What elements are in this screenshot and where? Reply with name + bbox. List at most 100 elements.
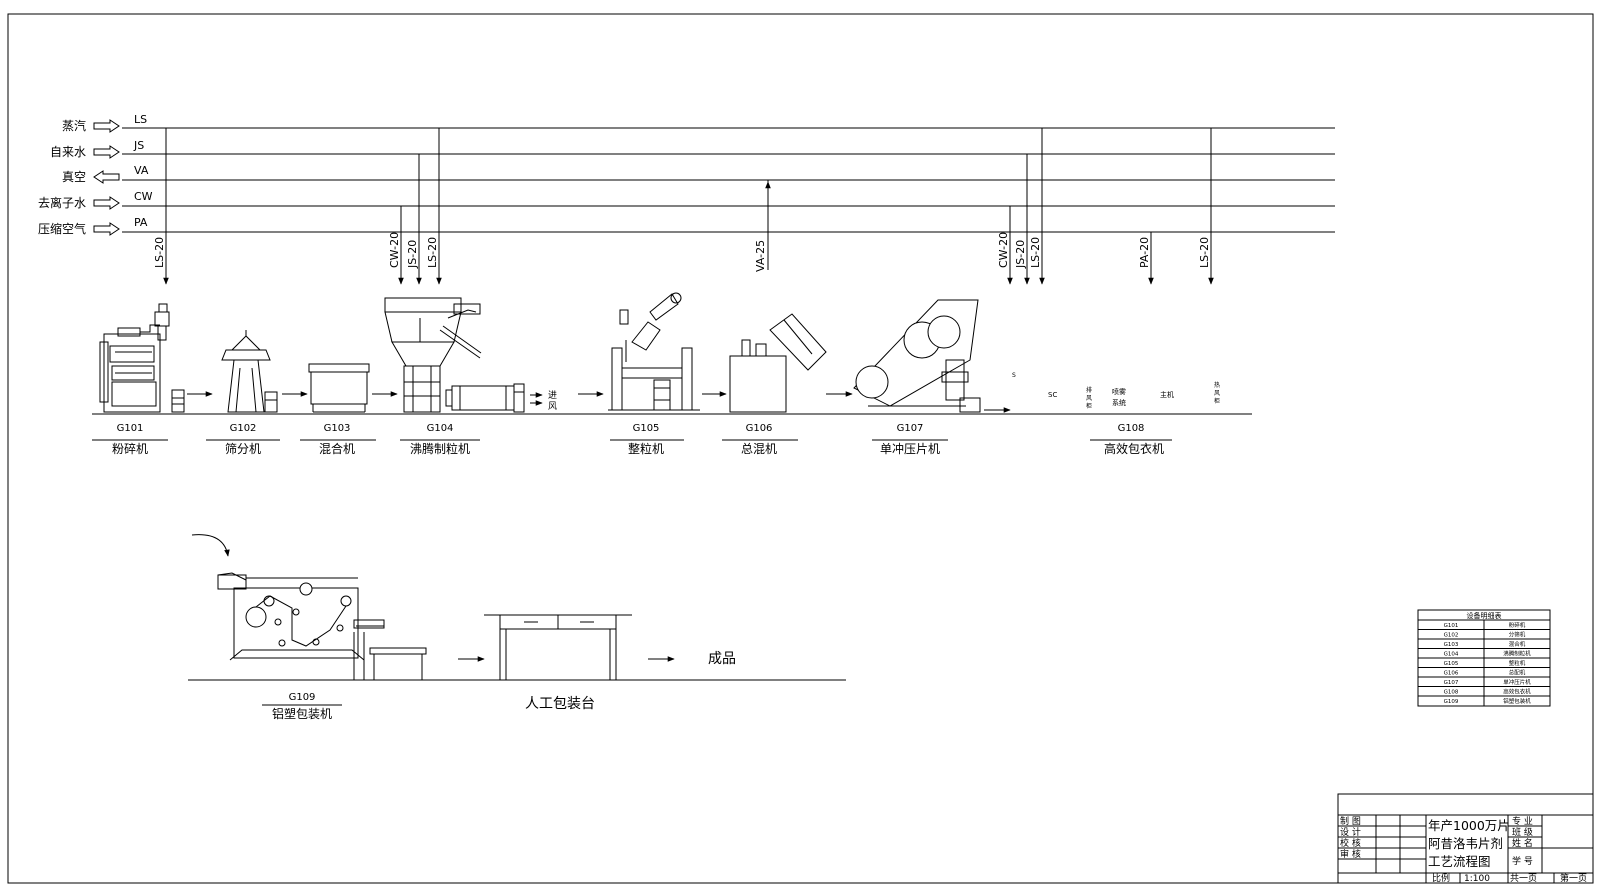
utility-code-deionized-water: CW bbox=[134, 190, 153, 203]
utility-vacuum: 真空 VA bbox=[62, 164, 1335, 184]
return-arrow-icon bbox=[93, 170, 120, 184]
drawing-title: 年产1000万片 bbox=[1428, 818, 1510, 833]
g108-part-label: 主机 bbox=[1160, 390, 1174, 399]
equipment-g109-blister-packer bbox=[217, 572, 427, 680]
drawing-frame bbox=[7, 13, 1594, 884]
utility-tap-water: 自来水 JS bbox=[50, 139, 1335, 159]
utility-compressed-air: 压缩空气 PA bbox=[38, 216, 1335, 236]
utility-lines: 蒸汽 LS 自来水 JS 真空 VA 去离子水 CW 压缩空气 PA bbox=[38, 113, 1335, 236]
equipment-id: G105 bbox=[633, 423, 660, 434]
legend-cell: 粉碎机 bbox=[1509, 621, 1526, 629]
equipment-name: 筛分机 bbox=[225, 441, 261, 456]
g104-air-inlet-label: 进 bbox=[548, 390, 557, 401]
equipment-id: G109 bbox=[289, 692, 316, 703]
drawing-title: 工艺流程图 bbox=[1428, 854, 1491, 869]
utility-label-tap-water: 自来水 bbox=[50, 145, 86, 159]
g108-part-label: SC bbox=[1048, 391, 1057, 399]
legend-cell: 高效包衣机 bbox=[1503, 688, 1531, 696]
drop-label: JS-20 bbox=[406, 240, 419, 269]
legend-cell: G108 bbox=[1444, 690, 1459, 696]
drawing-title: 阿昔洛韦片剂 bbox=[1428, 836, 1503, 851]
equipment-name: 整粒机 bbox=[628, 441, 664, 456]
equipment-g108-coater: S SC 排 风 柜 喷雾 系统 主机 热 风 柜 bbox=[1012, 372, 1220, 410]
equipment-g101-crusher bbox=[99, 303, 185, 413]
drop-label: LS-20 bbox=[1198, 237, 1211, 268]
title-field: 学 号 bbox=[1512, 855, 1533, 867]
utility-code-steam: LS bbox=[134, 113, 147, 126]
equipment-name: 单冲压片机 bbox=[880, 441, 940, 456]
equipment-name: 总混机 bbox=[741, 442, 777, 456]
outflow-arrow-icon bbox=[93, 145, 120, 159]
g108-part-label: S bbox=[1012, 372, 1016, 379]
g108-part-label: 系统 bbox=[1112, 398, 1126, 407]
equipment-id: G106 bbox=[746, 423, 773, 434]
equipment-labels: G101 粉碎机 G102 筛分机 G103 混合机 G104 沸腾制粒机 G1… bbox=[92, 423, 1172, 456]
equipment-name: 粉碎机 bbox=[112, 441, 148, 456]
legend-cell: G106 bbox=[1444, 671, 1459, 677]
drop-label: LS-20 bbox=[153, 237, 166, 268]
scale-label: 比例 bbox=[1432, 872, 1450, 884]
utility-label-steam: 蒸汽 bbox=[62, 118, 86, 133]
legend-cell: 整粒机 bbox=[1509, 659, 1526, 667]
utility-steam: 蒸汽 LS bbox=[62, 113, 1335, 133]
equipment-legend-table: 设备明细表 G101 粉碎机 G102 分筛机 G103 混合机 G104 沸腾… bbox=[1417, 609, 1551, 707]
outflow-arrow-icon bbox=[93, 119, 120, 133]
page-number: 第一页 bbox=[1560, 872, 1587, 884]
utility-deionized-water: 去离子水 CW bbox=[38, 190, 1335, 210]
equipment-g107-tablet-press bbox=[853, 299, 981, 413]
equipment-id: G108 bbox=[1118, 423, 1145, 434]
g108-part-label: 柜 bbox=[1086, 402, 1092, 410]
g108-part-label: 风 bbox=[1086, 395, 1092, 402]
utility-code-tap-water: JS bbox=[133, 139, 144, 152]
legend-cell: 单冲压片机 bbox=[1503, 678, 1531, 686]
utility-code-vacuum: VA bbox=[134, 164, 149, 177]
drop-label: LS-20 bbox=[426, 237, 439, 268]
title-field: 班 级 bbox=[1512, 826, 1533, 838]
legend-cell: 总配机 bbox=[1509, 669, 1526, 677]
equipment-id: G103 bbox=[324, 423, 351, 434]
legend-cell: 沸腾制粒机 bbox=[1503, 650, 1531, 658]
equipment-g102-sieve bbox=[221, 330, 278, 413]
equipment-id: G104 bbox=[427, 423, 454, 434]
title-role: 设 计 bbox=[1340, 826, 1361, 838]
g104-air-inlet-label: 风 bbox=[548, 401, 557, 412]
legend-title: 设备明细表 bbox=[1467, 611, 1502, 620]
equipment-name: 高效包衣机 bbox=[1104, 441, 1164, 456]
g108-part-label: 柜 bbox=[1214, 397, 1220, 405]
legend-cell: G102 bbox=[1444, 633, 1459, 639]
g108-part-label: 排 bbox=[1086, 386, 1092, 394]
utility-label-vacuum: 真空 bbox=[62, 170, 86, 184]
equipment-id: G102 bbox=[230, 423, 257, 434]
equipment-id: G107 bbox=[897, 423, 924, 434]
drop-label: PA-20 bbox=[1138, 237, 1151, 268]
utility-code-compressed-air: PA bbox=[134, 216, 148, 229]
legend-cell: G104 bbox=[1444, 652, 1459, 658]
legend-cell: G107 bbox=[1444, 680, 1459, 686]
manual-packing-table bbox=[484, 614, 632, 680]
product-label: 成品 bbox=[708, 651, 736, 667]
equipment-id: G101 bbox=[117, 423, 144, 434]
equipment-name: 沸腾制粒机 bbox=[410, 441, 470, 456]
legend-cell: 分筛机 bbox=[1509, 631, 1526, 639]
legend-cell: G101 bbox=[1444, 623, 1459, 629]
scale-value: 1:100 bbox=[1464, 874, 1490, 884]
title-block: 制 图 设 计 校 核 审 核 专 业 班 级 姓 名 学 号 比例 1:100… bbox=[1337, 793, 1594, 884]
equipment-name: 混合机 bbox=[319, 441, 355, 456]
legend-cell: G109 bbox=[1444, 699, 1459, 705]
total-pages: 共一页 bbox=[1510, 873, 1537, 884]
title-field: 姓 名 bbox=[1512, 837, 1533, 849]
utility-drops: LS-20 CW-20 JS-20 LS-20 VA-25 CW-20 JS-2… bbox=[153, 128, 1214, 285]
legend-cell: 混合机 bbox=[1509, 640, 1526, 648]
equipment-g106-total-mixer bbox=[729, 313, 827, 413]
g108-part-label: 风 bbox=[1214, 390, 1220, 397]
drop-label: CW-20 bbox=[997, 232, 1010, 268]
title-role: 审 核 bbox=[1340, 848, 1361, 860]
utility-label-compressed-air: 压缩空气 bbox=[38, 221, 86, 236]
legend-cell: G105 bbox=[1444, 661, 1459, 667]
legend-cell: 铝塑包装机 bbox=[1503, 697, 1531, 705]
outflow-arrow-icon bbox=[93, 196, 120, 210]
drop-label: LS-20 bbox=[1029, 237, 1042, 268]
drop-label: CW-20 bbox=[388, 232, 401, 268]
title-field: 专 业 bbox=[1512, 815, 1533, 827]
